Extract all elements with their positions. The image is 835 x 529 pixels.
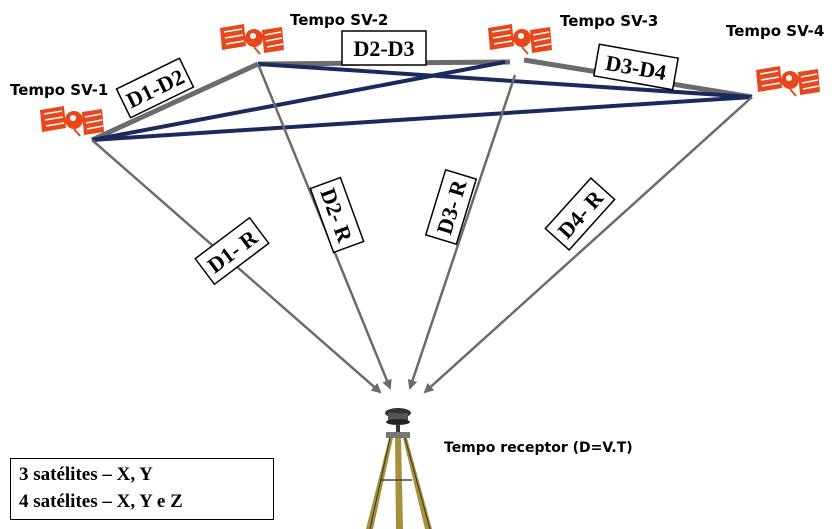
label-box-d1-r: D1- R [194,216,270,286]
legend-box: 3 satélites – X, Y 4 satélites – X, Y e … [10,458,274,520]
label-sv2: Tempo SV-2 [290,11,388,29]
range-line-sv4 [423,96,753,394]
d2-d3-text: D2-D3 [353,36,414,61]
receiver-label: Tempo receptor (D=V.T) [444,440,633,456]
cross-links [91,60,753,142]
satellite-icon-sv2 [219,23,285,55]
satellite-icon-sv4 [755,65,821,97]
label-sv1: Tempo SV-1 [10,81,108,99]
label-sv3: Tempo SV-3 [560,12,658,30]
label-box-d2-d3: D2-D3 [341,30,427,66]
label-sv4: Tempo SV-4 [726,22,824,40]
range-lines [91,63,753,394]
label-box-d3-d4: D3-D4 [592,43,680,91]
cross-sv2-sv4 [257,62,753,99]
legend-line-2: 4 satélites – X, Y e Z [19,491,183,512]
satellite-icon-sv3 [487,23,553,55]
cross-sv1-sv4 [91,95,753,142]
label-box-d3-r: D3- R [424,168,478,246]
range-line-sv3 [407,74,517,390]
label-box-d4-r: D4- R [544,176,616,252]
satellite-icon-sv1 [39,105,105,137]
receiver-tripod-icon [366,408,432,529]
link-sv1-sv2 [90,61,260,143]
legend-line-1: 3 satélites – X, Y [19,464,153,485]
